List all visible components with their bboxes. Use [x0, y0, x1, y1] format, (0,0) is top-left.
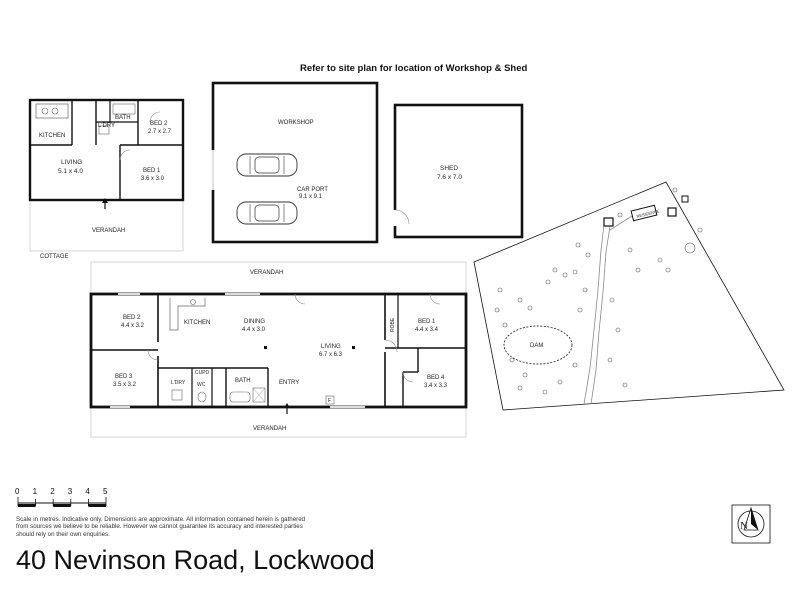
- house-bath-label: BATH: [235, 378, 251, 384]
- cottage-outer-wall: [28, 98, 185, 202]
- house-kitchen-label: KITCHEN: [184, 320, 210, 326]
- site-plan: RESIDENCE DAM: [473, 181, 785, 411]
- shed-label: SHED: [440, 165, 458, 172]
- site-dam: [503, 325, 573, 365]
- scale-number: 4: [85, 487, 90, 496]
- house-laundry-label: L'DRY: [171, 380, 186, 386]
- house-dining-size: 4.4 x 3.0: [242, 327, 266, 333]
- cottage-kitchen-label: KITCHEN: [39, 133, 65, 139]
- compass-n-label: N: [740, 520, 748, 532]
- house-bed1-size: 4.4 x 3.4: [415, 327, 439, 333]
- cottage-plan: KITCHEN L'DRY BATH BED 2 2.7 x 2.7 LIVIN…: [28, 98, 185, 260]
- cottage-living-label: LIVING: [61, 159, 82, 166]
- site-residence-label: RESIDENCE: [636, 208, 660, 219]
- shed-plan: SHED 7.6 x 7.0: [393, 103, 524, 239]
- house-verandah-bottom-label: VERANDAH: [253, 426, 286, 432]
- disclaimer-text: Scale in metres. Indicative only. Dimens…: [16, 516, 306, 538]
- house-living-label: LIVING: [321, 344, 341, 350]
- cottage-laundry-label: L'DRY: [98, 123, 115, 129]
- site-plan-note: Refer to site plan for location of Works…: [300, 63, 528, 74]
- cottage-bed2-label: BED 2: [150, 121, 168, 127]
- cottage-bath-label: BATH: [115, 115, 131, 121]
- workshop-plan: WORKSHOP CAR PORT 9.1 x 9.1: [211, 81, 379, 244]
- scale-number: 3: [67, 487, 73, 496]
- site-dam-label: DAM: [530, 343, 543, 349]
- cottage-bed2-size: 2.7 x 2.7: [148, 129, 172, 135]
- car-icon: [236, 201, 298, 225]
- house-verandah-top-label: VERANDAH: [250, 270, 283, 276]
- site-trees: [494, 187, 703, 395]
- house-fireplace-label: F: [328, 398, 331, 404]
- shed-size: 7.6 x 7.0: [437, 174, 462, 181]
- house-plan: VERANDAH VERANDAH BED 2 4.4 x 3.2 KITCHE…: [89, 261, 468, 438]
- scale-bar: [17, 497, 107, 507]
- house-wc-label: WC: [197, 382, 206, 388]
- house-bed1-label: BED 1: [418, 319, 436, 325]
- house-dining-label: DINING: [244, 319, 265, 325]
- house-bed2-label: BED 2: [123, 315, 141, 321]
- site-shed: [603, 217, 614, 227]
- site-boundary: [473, 181, 785, 411]
- house-bed4-size: 3.4 x 3.3: [424, 383, 448, 389]
- house-bed2-size: 4.4 x 3.2: [121, 323, 145, 329]
- carport-label: CAR PORT: [297, 187, 328, 193]
- cottage-living-size: 5.1 x 4.0: [58, 168, 83, 175]
- cottage-bed1-label: BED 1: [143, 168, 161, 174]
- shed-outer-wall: [393, 103, 524, 239]
- carport-size: 9.1 x 9.1: [299, 194, 323, 200]
- scale-number: 2: [50, 487, 55, 496]
- house-bed3-label: BED 3: [115, 374, 133, 380]
- cottage-verandah-outline: [29, 199, 184, 252]
- house-cupd-label: CUPD: [195, 370, 210, 376]
- scale-number: 1: [32, 487, 38, 496]
- scale-number: 0: [15, 487, 20, 496]
- workshop-label: WORKSHOP: [278, 120, 314, 126]
- car-icon: [236, 153, 298, 177]
- site-outbuilding: [681, 195, 689, 203]
- house-bed4-label: BED 4: [427, 375, 445, 381]
- property-address: 40 Nevinson Road, Lockwood: [16, 545, 375, 575]
- cottage-title: COTTAGE: [40, 254, 69, 260]
- cottage-verandah-label: VERANDAH: [92, 228, 125, 234]
- site-workshop: [667, 207, 677, 217]
- house-entry-label: ENTRY: [279, 380, 299, 386]
- compass-icon: N: [731, 504, 771, 544]
- house-bed3-size: 3.5 x 3.2: [113, 382, 137, 388]
- cottage-bed1-size: 3.6 x 3.0: [141, 176, 165, 182]
- scale-number: 5: [103, 487, 108, 496]
- site-residence: [630, 204, 658, 222]
- house-robe-label: ROBE: [390, 317, 396, 332]
- house-living-size: 6.7 x 6.3: [319, 352, 343, 358]
